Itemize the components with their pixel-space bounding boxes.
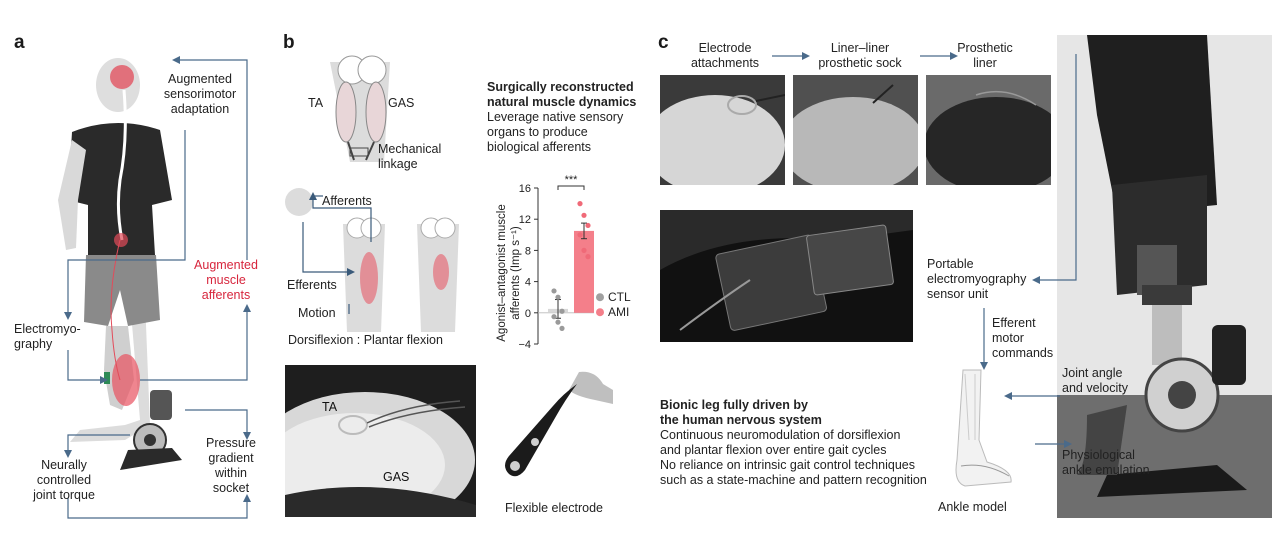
pressure-gradient-label: Pressure gradient within socket	[205, 436, 257, 495]
data-point-ctl	[555, 294, 561, 300]
bionic-leg-photo	[1057, 35, 1272, 518]
y-tick-label: 8	[525, 245, 531, 257]
flexible-electrode-label: Flexible electrode	[505, 501, 603, 515]
surgical-description: Leverage native sensory organs to produc…	[487, 110, 624, 154]
panel-c-top-arrows	[772, 52, 958, 60]
data-point-ami	[581, 212, 587, 218]
gas-label-diagram: GAS	[388, 96, 415, 110]
y-tick-label: 0	[525, 308, 531, 320]
electrode-attachments-photo	[660, 75, 785, 185]
mechanical-linkage-label: Mechanical linkage	[378, 142, 442, 171]
panel-label-b: b	[283, 32, 295, 53]
photo-ta-label: TA	[322, 400, 338, 414]
afferents-label: Afferents	[322, 194, 372, 208]
data-point-ami	[577, 201, 583, 207]
bionic-description: Continuous neuromodulation of dorsiflexi…	[660, 428, 927, 487]
photo-gas-label: GAS	[383, 470, 410, 484]
ankle-model-illustration	[955, 369, 1012, 487]
legend-label-ami: AMI	[608, 305, 629, 319]
panel-label-a: a	[14, 32, 25, 53]
y-tick-label: 4	[525, 277, 531, 289]
efferent-motor-label: Efferent motor commands	[992, 316, 1054, 360]
physiological-ankle-label: Physiological ankle emulation	[1062, 448, 1150, 477]
dorsiflexion-plantar-diagram	[285, 188, 459, 332]
y-tick-label: −4	[518, 339, 531, 351]
panel-label-c: c	[658, 32, 669, 53]
ankle-model-label: Ankle model	[938, 500, 1007, 514]
data-point-ctl	[559, 325, 565, 331]
data-point-ctl	[559, 308, 565, 314]
joint-angle-label: Joint angle and velocity	[1062, 366, 1129, 395]
liner-sock-photo	[793, 75, 918, 185]
legend-marker-ctl	[596, 293, 604, 302]
ta-label-diagram: TA	[308, 96, 324, 110]
efferents-label: Efferents	[287, 278, 337, 292]
data-point-ami	[577, 232, 583, 238]
augmented-sensorimotor-label: Augmented sensorimotor adaptation	[163, 72, 237, 116]
bionic-title: Bionic leg fully driven by the human ner…	[660, 398, 822, 427]
flexible-electrode-image	[505, 371, 613, 477]
data-point-ami	[585, 254, 591, 260]
prosthetic-liner-label: Prosthetic liner	[957, 41, 1013, 70]
significance-label: ***	[565, 174, 579, 186]
surgical-title: Surgically reconstructed natural muscle …	[487, 80, 637, 109]
portable-emg-label: Portable electromyography sensor unit	[927, 257, 1027, 301]
electromyography-label: Electromyo- graphy	[14, 322, 81, 351]
prosthetic-liner-photo	[926, 75, 1051, 185]
panel-a-arrows	[64, 56, 251, 519]
data-point-ami	[585, 222, 591, 229]
muscle-photo: TA GAS	[285, 365, 476, 517]
chart-ylabel: Agonist–antagonist muscle afferents (Imp…	[496, 204, 522, 342]
neurally-controlled-label: Neurally controlled joint torque	[33, 458, 95, 502]
legend-marker-ami	[596, 308, 604, 317]
augmented-muscle-label: Augmented muscle afferents	[194, 258, 258, 302]
electrode-attachments-label: Electrode attachments	[690, 41, 760, 70]
significance-bracket	[557, 185, 585, 190]
liner-sock-label: Liner–liner prosthetic sock	[818, 41, 902, 70]
motion-label: Motion	[298, 306, 336, 320]
y-tick-label: 16	[519, 183, 531, 195]
emg-sensor-photo	[660, 210, 913, 342]
dorsi-plantar-label: Dorsiflexion : Plantar flexion	[288, 333, 443, 347]
bar-ami	[574, 230, 594, 313]
y-tick-label: 12	[519, 214, 531, 226]
human-figure-illustration	[58, 58, 182, 470]
data-point-ami	[581, 247, 587, 253]
data-point-ctl	[551, 314, 557, 320]
panel-c-flow-arrows	[980, 54, 1077, 448]
muscle-linkage-diagram	[330, 55, 390, 162]
data-point-ctl	[555, 319, 561, 325]
legend-label-ctl: CTL	[608, 290, 631, 304]
data-point-ctl	[551, 288, 557, 294]
